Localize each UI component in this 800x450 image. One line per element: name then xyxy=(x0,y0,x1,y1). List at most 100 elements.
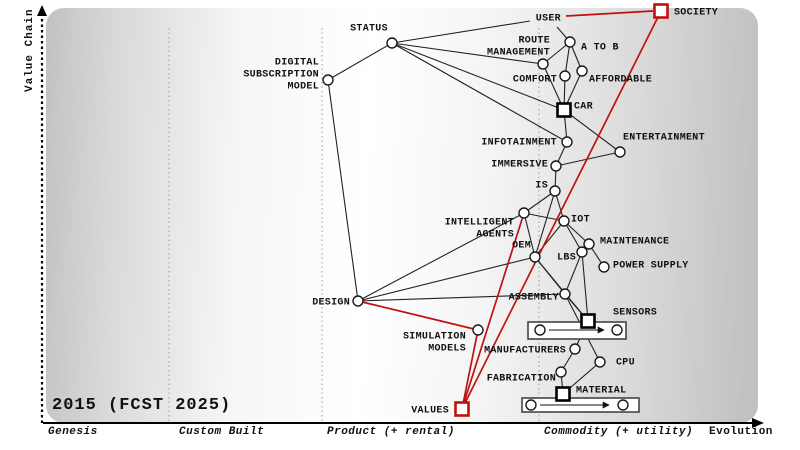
node-label-material: MATERIAL xyxy=(576,386,626,397)
node-label-dsm-2: MODEL xyxy=(287,82,319,93)
edge-immersive-entertainment xyxy=(555,151,621,167)
node-atob[interactable] xyxy=(564,36,576,48)
edge-status-infotainment xyxy=(391,42,568,143)
node-label-lbs: LBS xyxy=(557,253,576,264)
node-label-affordable: AFFORDABLE xyxy=(589,75,652,86)
node-label-is: IS xyxy=(535,181,548,192)
edge-car-entertainment xyxy=(563,109,621,153)
axes-layer xyxy=(37,5,764,428)
node-affordable[interactable] xyxy=(576,65,588,77)
node-label-ia-0: INTELLIGENT xyxy=(445,218,514,229)
edge-lbs-assembly xyxy=(564,251,583,295)
node-dsm[interactable] xyxy=(322,74,334,86)
node-label-sensors: SENSORS xyxy=(613,308,657,319)
edge-atob-comfort xyxy=(564,41,571,77)
node-immersive[interactable] xyxy=(550,160,562,172)
value-chain-axis-label: Value Chain xyxy=(24,8,36,92)
node-values[interactable] xyxy=(454,401,470,417)
edge-user-society xyxy=(565,10,654,17)
edge-ia-oem xyxy=(523,212,536,258)
edge-status-route_mgmt xyxy=(391,42,544,65)
node-label-maintenance: MAINTENANCE xyxy=(600,237,669,248)
node-label-comfort: COMFORT xyxy=(513,75,557,86)
node-oem[interactable] xyxy=(529,251,541,263)
node-label-ia-1: AGENTS xyxy=(476,230,514,241)
pipeline-start-node-0[interactable] xyxy=(534,324,546,336)
node-label-sim-1: MODELS xyxy=(428,344,466,355)
edge-route_mgmt-atob xyxy=(542,41,571,65)
node-label-iot: IOT xyxy=(571,215,590,226)
edge-design-assembly xyxy=(357,293,566,302)
pipelines-layer xyxy=(521,321,640,413)
node-car[interactable] xyxy=(556,102,572,118)
node-label-fabrication: FABRICATION xyxy=(487,374,556,385)
node-label-cpu: CPU xyxy=(616,358,635,369)
pipeline-start-node-1[interactable] xyxy=(525,399,537,411)
edge-iot-oem xyxy=(534,220,565,258)
map-year-title: 2015 (FCST 2025) xyxy=(52,396,232,415)
node-maintenance[interactable] xyxy=(583,238,595,250)
edge-dsm-design xyxy=(327,79,359,302)
node-label-dsm-1: SUBSCRIPTION xyxy=(243,70,319,81)
edge-status-user xyxy=(391,20,531,44)
node-label-sim-0: SIMULATION xyxy=(403,332,466,343)
node-label-user: USER xyxy=(536,14,561,25)
stage-label-custom-built: Custom Built xyxy=(179,426,265,438)
edge-is-ia xyxy=(523,190,556,214)
node-label-immersive: IMMERSIVE xyxy=(491,160,548,171)
pipeline-end-node-0[interactable] xyxy=(611,324,623,336)
node-sim[interactable] xyxy=(472,324,484,336)
node-entertainment[interactable] xyxy=(614,146,626,158)
node-cpu[interactable] xyxy=(594,356,606,368)
node-fabrication[interactable] xyxy=(555,366,567,378)
edge-society-values xyxy=(461,10,662,410)
evolution-axis-arrowhead-icon xyxy=(752,418,764,428)
edge-iot-lbs xyxy=(563,220,583,253)
node-label-values: VALUES xyxy=(411,406,449,417)
stage-label-genesis: Genesis xyxy=(48,426,98,438)
edge-status-car xyxy=(391,42,565,111)
node-iot[interactable] xyxy=(558,215,570,227)
node-label-atob: A TO B xyxy=(581,43,619,54)
node-ia[interactable] xyxy=(518,207,530,219)
node-label-power_supply: POWER SUPPLY xyxy=(613,261,689,272)
edge-design-oem xyxy=(357,256,536,302)
nodes-layer xyxy=(322,3,669,417)
node-label-design: DESIGN xyxy=(312,298,350,309)
node-society[interactable] xyxy=(653,3,669,19)
node-assembly[interactable] xyxy=(559,288,571,300)
node-status[interactable] xyxy=(386,37,398,49)
node-lbs[interactable] xyxy=(576,246,588,258)
node-power_supply[interactable] xyxy=(598,261,610,273)
node-infotainment[interactable] xyxy=(561,136,573,148)
node-label-dsm-0: DIGITAL xyxy=(275,58,319,69)
node-comfort[interactable] xyxy=(559,70,571,82)
node-is[interactable] xyxy=(549,185,561,197)
node-label-route_mgmt-0: ROUTE xyxy=(518,36,550,47)
edge-is-oem xyxy=(534,190,556,258)
node-sensors[interactable] xyxy=(580,313,596,329)
node-route_mgmt[interactable] xyxy=(537,58,549,70)
edge-design-sim xyxy=(357,300,479,331)
edge-lbs-sensors xyxy=(581,251,589,322)
edge-dsm-status xyxy=(327,42,393,81)
map-background-panel xyxy=(46,8,758,423)
stage-label-product: Product (+ rental) xyxy=(327,426,455,438)
node-label-manufacturers: MANUFACTURERS xyxy=(484,346,566,357)
value-chain-arrowhead-icon xyxy=(37,5,47,16)
node-material[interactable] xyxy=(555,386,571,402)
edge-ia-values xyxy=(461,212,525,410)
pipeline-end-node-1[interactable] xyxy=(617,399,629,411)
node-label-assembly: ASSEMBLY xyxy=(509,293,559,304)
stage-label-commodity: Commodity (+ utility) xyxy=(544,426,694,438)
node-label-route_mgmt-1: MANAGEMENT xyxy=(487,48,550,59)
edge-sim-values xyxy=(461,329,479,410)
node-label-status: STATUS xyxy=(350,24,388,35)
node-manufacturers[interactable] xyxy=(569,343,581,355)
evolution-axis-label: Evolution xyxy=(709,426,773,438)
node-label-infotainment: INFOTAINMENT xyxy=(481,138,557,149)
node-design[interactable] xyxy=(352,295,364,307)
